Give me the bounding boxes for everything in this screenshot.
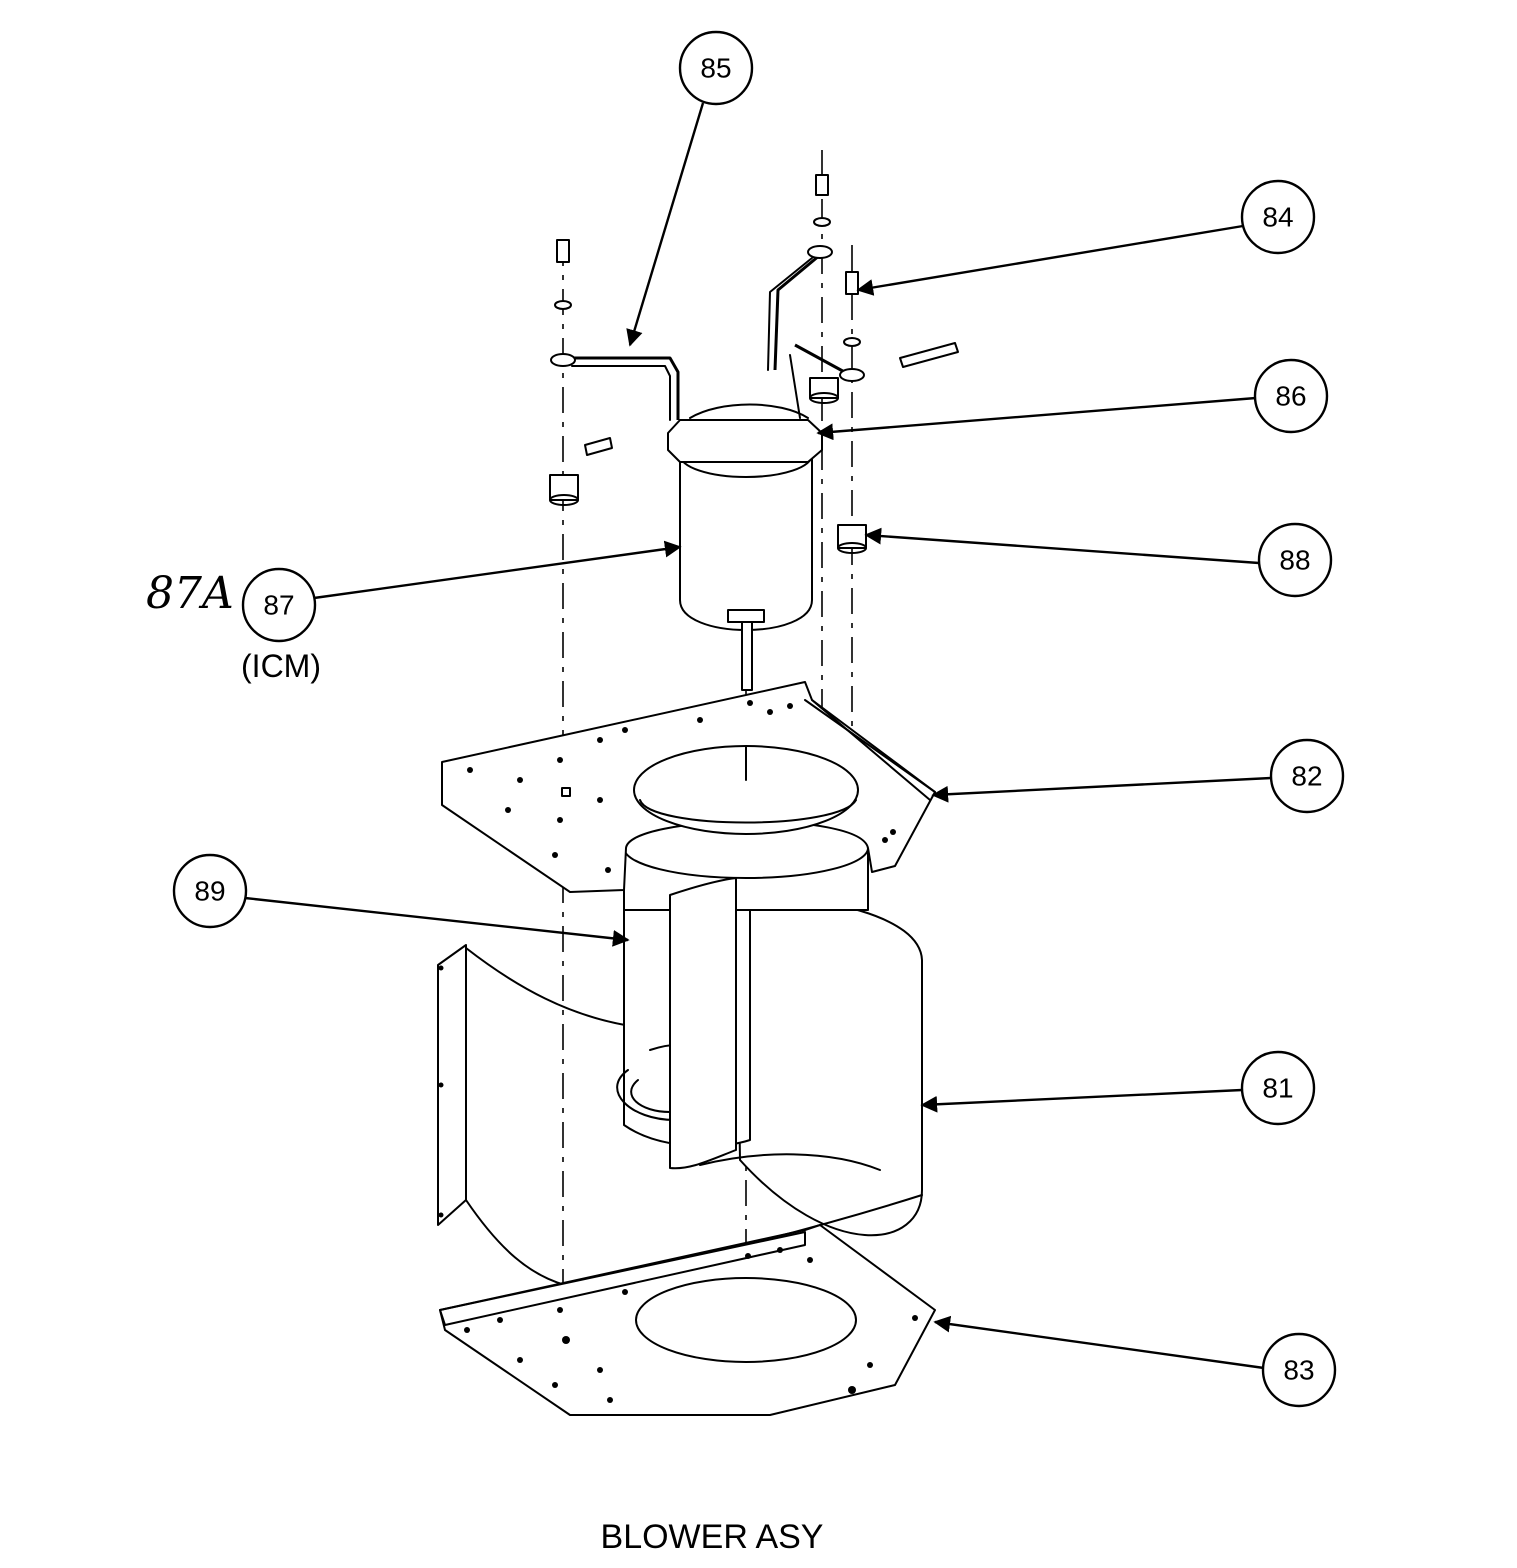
- callout-87: 87 (ICM): [241, 567, 321, 684]
- handwritten-note: 87A: [146, 568, 234, 619]
- callout-82: 82: [1269, 738, 1345, 814]
- rubber-isolators: [549, 377, 867, 554]
- callout-84: 84: [1240, 179, 1316, 255]
- callout-81-label: 81: [1262, 1073, 1293, 1104]
- callout-81: 81: [1240, 1050, 1316, 1126]
- callout-85-label: 85: [700, 53, 731, 84]
- callout-88-label: 88: [1279, 545, 1310, 576]
- callout-86-label: 86: [1275, 381, 1306, 412]
- leader-lines: [244, 102, 1272, 1370]
- bottom-mounting-plate: [439, 1224, 936, 1416]
- callout-86: 86: [1253, 358, 1329, 434]
- callout-89-label: 89: [194, 876, 225, 907]
- callout-87-sublabel: (ICM): [241, 648, 321, 684]
- callout-89: 89: [172, 853, 248, 929]
- callout-84-label: 84: [1262, 202, 1293, 233]
- motor-mount-arm-right: [767, 245, 959, 419]
- callout-87-label: 87: [263, 590, 294, 621]
- housing-cutoff: [669, 877, 737, 1170]
- callout-82-label: 82: [1291, 761, 1322, 792]
- blower-motor: [667, 403, 823, 691]
- callout-83-label: 83: [1283, 1355, 1314, 1386]
- callout-85: 85: [678, 30, 754, 106]
- callout-88: 88: [1257, 522, 1333, 598]
- callout-83: 83: [1261, 1332, 1337, 1408]
- housing-side-panel: [437, 944, 626, 1286]
- fasteners: [554, 174, 861, 456]
- top-mounting-plate: [441, 681, 936, 893]
- motor-mount-arm-left: [550, 353, 680, 421]
- diagram-title: BLOWER ASY: [601, 1518, 824, 1556]
